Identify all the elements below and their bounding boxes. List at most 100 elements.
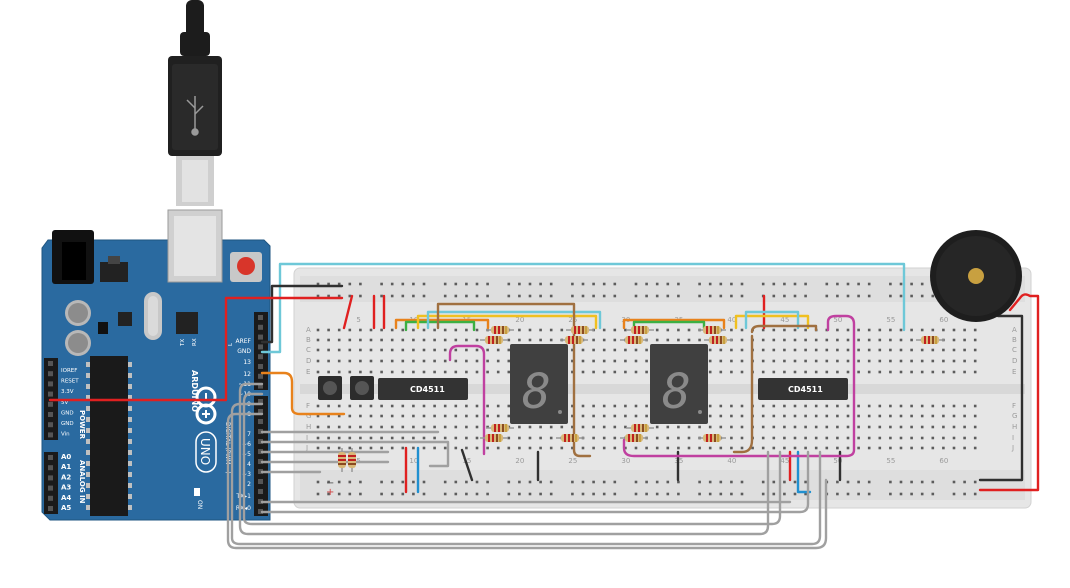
row-letter: D xyxy=(1012,357,1017,365)
digital-pin-label: ~6 xyxy=(242,441,251,448)
row-letter: F xyxy=(1012,402,1016,410)
column-number: 55 xyxy=(886,316,895,324)
column-number: 10 xyxy=(409,457,418,465)
analog-pin-label: A1 xyxy=(61,463,71,471)
row-letter: C xyxy=(1012,346,1017,354)
resistor[interactable] xyxy=(626,326,654,334)
digital-pin-label: ~5 xyxy=(242,451,251,458)
row-letter: D xyxy=(306,357,311,365)
column-number: 60 xyxy=(939,457,948,465)
seven-segment-right[interactable]: 8 xyxy=(650,344,708,424)
rail-minus-label: − xyxy=(326,478,334,489)
analog-pin-label: A5 xyxy=(61,504,71,512)
row-letter: J xyxy=(305,444,308,452)
digital-pin-label: 12 xyxy=(243,371,251,378)
seven-segment-left-digit: 8 xyxy=(522,364,551,420)
resistors[interactable] xyxy=(338,326,944,472)
resistor[interactable] xyxy=(626,424,654,432)
resistor[interactable] xyxy=(486,326,514,334)
seven-segment-left[interactable]: 8 xyxy=(510,344,568,424)
usb-cable[interactable] xyxy=(168,0,222,206)
column-number: 30 xyxy=(621,457,630,465)
column-number: 45 xyxy=(780,457,789,465)
row-letter: A xyxy=(306,326,311,334)
resistor[interactable] xyxy=(698,434,726,442)
power-pin-label: 3.3V xyxy=(61,389,74,395)
row-letter: E xyxy=(306,368,310,376)
column-number: 40 xyxy=(727,316,736,324)
row-letter: G xyxy=(1012,412,1017,420)
column-number: 60 xyxy=(939,316,948,324)
resistor[interactable] xyxy=(566,326,594,334)
power-pin-label: Vin xyxy=(61,432,70,438)
ic-chip-left-label: CD4511 xyxy=(410,385,445,394)
wire-red-5v xyxy=(48,296,344,402)
row-letter: F xyxy=(306,402,310,410)
ic-chip-right[interactable]: CD4511 xyxy=(758,378,848,400)
arduino-model-label: UNO xyxy=(198,438,212,465)
resistor[interactable] xyxy=(556,434,584,442)
digital-pin-label: 13 xyxy=(243,359,251,366)
push-buttons[interactable] xyxy=(318,376,374,400)
power-pin-label: IOREF xyxy=(61,368,77,374)
usb-icon xyxy=(186,96,204,136)
resistor[interactable] xyxy=(486,424,514,432)
column-number: 20 xyxy=(515,457,524,465)
led-label: TX xyxy=(180,339,186,347)
resistor[interactable] xyxy=(338,448,346,472)
row-letter: B xyxy=(306,336,311,344)
digital-pin-label: 2 xyxy=(247,481,251,488)
led-label: L xyxy=(228,342,234,346)
row-letter: J xyxy=(1011,444,1014,452)
column-number: 5 xyxy=(356,316,360,324)
on-label: ON xyxy=(196,500,203,509)
resistor[interactable] xyxy=(480,434,508,442)
digital-pin-label: 7 xyxy=(247,431,251,438)
resistor[interactable] xyxy=(704,336,732,344)
resistor[interactable] xyxy=(620,336,648,344)
row-letter: E xyxy=(1012,368,1016,376)
row-letter: I xyxy=(1012,434,1014,442)
row-letter: C xyxy=(306,346,311,354)
analog-header-label: ANALOG IN xyxy=(78,460,86,504)
ic-chip-left[interactable]: CD4511 xyxy=(378,378,468,400)
wires[interactable] xyxy=(48,262,1040,550)
wire-black-gnd xyxy=(260,284,344,344)
power-pin-label: GND xyxy=(61,410,74,416)
row-letter: B xyxy=(1012,336,1017,344)
column-number: 50 xyxy=(833,316,842,324)
digital-pin-label: AREF xyxy=(235,338,251,345)
arduino-brand-label: ARDUINO xyxy=(190,370,199,412)
ic-chip-right-label: CD4511 xyxy=(788,385,823,394)
row-letter: H xyxy=(306,423,311,431)
analog-pin-label: A4 xyxy=(61,494,71,502)
resistor[interactable] xyxy=(916,336,944,344)
wire-cyan-13 xyxy=(260,262,906,354)
power-pin-label: RESET xyxy=(61,379,79,385)
digital-pin-label: 4 xyxy=(247,461,251,468)
resistor[interactable] xyxy=(560,336,588,344)
row-letter: A xyxy=(1012,326,1017,334)
column-number: 20 xyxy=(515,316,524,324)
power-pin-label: 5V xyxy=(61,400,68,406)
column-number: 45 xyxy=(780,316,789,324)
piezo-buzzer[interactable] xyxy=(930,230,1022,322)
column-number: 25 xyxy=(568,457,577,465)
column-number: 40 xyxy=(727,457,736,465)
resistor[interactable] xyxy=(698,326,726,334)
column-number: 55 xyxy=(886,457,895,465)
seven-segment-right-digit: 8 xyxy=(662,364,691,420)
row-letter: G xyxy=(306,412,311,420)
analog-pin-label: A2 xyxy=(61,473,71,481)
row-letter: I xyxy=(306,434,308,442)
resistor[interactable] xyxy=(620,434,648,442)
rail-plus-label: + xyxy=(326,487,334,498)
power-header-label: POWER xyxy=(78,410,86,440)
resistor[interactable] xyxy=(348,448,356,472)
digital-pin-label: ~10 xyxy=(238,391,251,398)
resistor[interactable] xyxy=(480,336,508,344)
wire-orange-12 xyxy=(260,371,346,416)
arduino-uno[interactable]: ARDUINO UNO ON POWER ANALOG IN DIGITAL (… xyxy=(41,209,271,521)
